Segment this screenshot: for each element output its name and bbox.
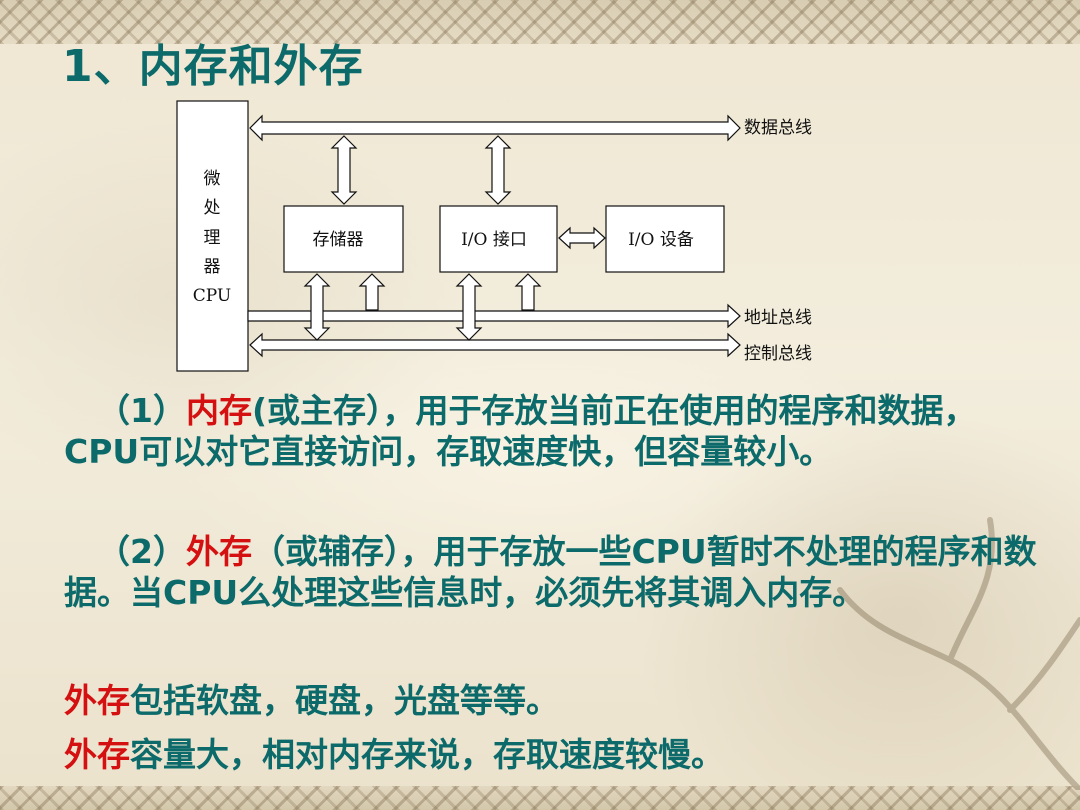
- line-4-text: 容量大，相对内存来说，存取速度较慢。: [130, 735, 724, 774]
- io-device-box: [605, 205, 725, 273]
- ioport-data-link-arrow: [484, 135, 512, 205]
- line-external-capacity: 外存容量大，相对内存来说，存取速度较慢。: [64, 734, 1044, 775]
- cpu-label-char-2: 处: [204, 198, 221, 218]
- memory-box: [283, 205, 404, 273]
- memory-control-link-arrow: [303, 273, 331, 341]
- cpu-label-char-5: CPU: [193, 286, 231, 306]
- paragraph-2-text: （或辅存），用于存放一些CPU暂时不处理的程序和数据。当CPU么处理这些信息时，…: [64, 532, 1037, 612]
- io-port-label: I/O 接口: [461, 230, 527, 250]
- memory-data-link-arrow: [330, 135, 358, 205]
- address-bus-label: 地址总线: [744, 308, 812, 328]
- paragraph-1-highlight: 内存: [185, 391, 252, 430]
- paragraph-main-memory: （1）内存(或主存），用于存放当前正在使用的程序和数据，CPU可以对它直接访问，…: [64, 390, 1044, 472]
- data-bus-arrow: [249, 114, 741, 142]
- cpu-label-char-4: 器: [204, 257, 221, 277]
- data-bus-label: 数据总线: [744, 118, 812, 138]
- ioport-address-link-arrow: [514, 273, 542, 311]
- paragraph-1-prefix: （1）: [97, 391, 186, 430]
- paragraph-2-prefix: （2）: [97, 532, 186, 571]
- decorative-branch-illustration: [837, 517, 1080, 790]
- line-external-includes: 外存包括软盘，硬盘，光盘等等。: [64, 680, 1044, 721]
- cpu-box: [176, 100, 249, 372]
- line-3-highlight: 外存: [64, 681, 130, 720]
- memory-address-link-arrow: [358, 273, 386, 311]
- paragraph-external-memory: （2）外存（或辅存），用于存放一些CPU暂时不处理的程序和数据。当CPU么处理这…: [64, 531, 1044, 613]
- ioport-control-link-arrow: [455, 273, 483, 341]
- paragraph-1-text: (或主存），用于存放当前正在使用的程序和数据，CPU可以对它直接访问，存取速度快…: [64, 391, 977, 471]
- io-port-box: [439, 205, 558, 273]
- memory-label: 存储器: [313, 230, 364, 250]
- cpu-label-char-3: 理: [204, 228, 221, 248]
- control-bus-label: 控制总线: [744, 344, 812, 364]
- line-4-highlight: 外存: [64, 735, 130, 774]
- line-3-text: 包括软盘，硬盘，光盘等等。: [130, 681, 559, 720]
- ioport-device-link-arrow: [558, 226, 606, 250]
- decorative-border-top: [0, 0, 1080, 44]
- paragraph-2-highlight: 外存: [185, 532, 252, 571]
- control-bus-arrow: [249, 332, 741, 358]
- io-device-label: I/O 设备: [628, 230, 694, 250]
- address-bus-arrow: [247, 303, 741, 329]
- computer-bus-diagram: 微 处 理 器 CPU 存储器 I/O 接口 I/O 设备 数据总线 地址总线 …: [176, 100, 812, 372]
- decorative-border-bottom: [0, 786, 1080, 810]
- slide-title: 1、内存和外存: [62, 41, 364, 92]
- cpu-label-char-1: 微: [204, 169, 221, 189]
